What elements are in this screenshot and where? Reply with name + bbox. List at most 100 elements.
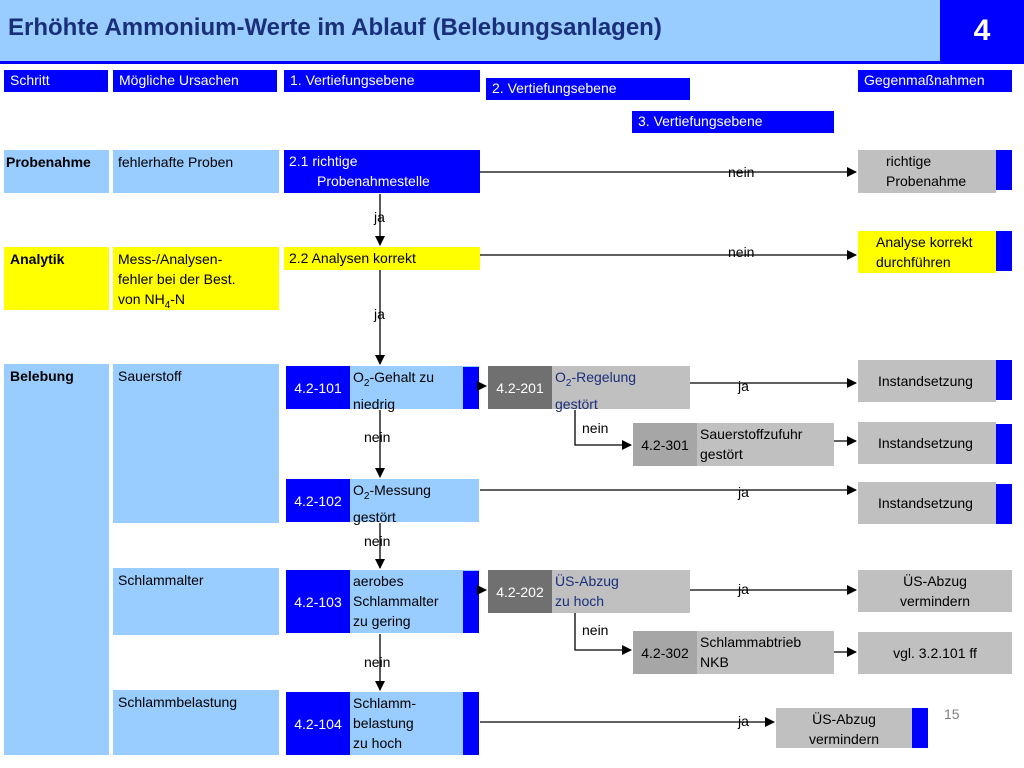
label-nein-4: nein bbox=[582, 420, 609, 436]
cause-messfehler-line3: von NH4-N bbox=[118, 289, 274, 316]
cause-messfehler-line2: fehler bei der Best. bbox=[118, 271, 236, 287]
measure-richtige-probenahme: richtige Probenahme bbox=[858, 150, 996, 193]
cause-messfehler-nh: von NH bbox=[118, 291, 165, 307]
label-nein-3: nein bbox=[364, 429, 391, 445]
code-4-2-201: 4.2-201 bbox=[488, 366, 552, 409]
measure-1-line2: Probenahme bbox=[886, 173, 967, 189]
node-4-2-102-rest: -Messung bbox=[369, 482, 431, 498]
node-4-2-101-marker bbox=[463, 367, 479, 409]
measure-5-label: Instandsetzung bbox=[878, 495, 973, 511]
measure-4-label: Instandsetzung bbox=[878, 435, 973, 451]
node-4-2-201: O2-Regelung gestört bbox=[552, 366, 690, 412]
step-analytik: Analytik bbox=[4, 247, 109, 310]
cause-messfehler-n: -N bbox=[170, 291, 186, 307]
label-ja-1: ja bbox=[374, 209, 385, 225]
label-ja-4: ja bbox=[738, 484, 749, 500]
node-4-2-104-marker bbox=[463, 692, 479, 755]
measure-4-marker bbox=[996, 424, 1012, 464]
label-ja-5: ja bbox=[738, 581, 749, 597]
measure-3-label: Instandsetzung bbox=[878, 373, 973, 389]
cause-fehlerhafte-proben: fehlerhafte Proben bbox=[113, 150, 279, 193]
measure-5-marker bbox=[996, 484, 1012, 524]
cause-schlammbelastung-label: Schlammbelastung bbox=[118, 694, 238, 710]
header-ebene2: 2. Vertiefungsebene bbox=[486, 78, 690, 100]
label-nein-2: nein bbox=[728, 244, 755, 260]
node-4-2-104-line3: zu hoch bbox=[353, 735, 403, 751]
cause-schlammalter: Schlammalter bbox=[113, 568, 279, 635]
cause-messfehler-sub: 4 bbox=[164, 299, 171, 311]
node-4-2-101-line1: O2-Gehalt zu bbox=[353, 367, 476, 394]
step-probenahme-label: Probenahme bbox=[6, 154, 91, 170]
node-4-2-101-rest: -Gehalt zu bbox=[369, 369, 435, 385]
code-4-2-301: 4.2-301 bbox=[633, 423, 697, 466]
node-4-2-103-marker bbox=[463, 571, 479, 633]
cause-schlammalter-label: Schlammalter bbox=[118, 572, 204, 588]
node-4-2-102-sub: 2 bbox=[363, 490, 370, 502]
measure-instandsetzung-2: Instandsetzung bbox=[858, 422, 996, 464]
node-4-2-102-line2: gestört bbox=[353, 508, 396, 525]
header-ebene1: 1. Vertiefungsebene bbox=[284, 70, 480, 92]
code-4-2-103: 4.2-103 bbox=[286, 570, 350, 633]
node-4-2-103-line2: Schlammalter bbox=[353, 593, 439, 609]
cause-sauerstoff-label: Sauerstoff bbox=[118, 368, 182, 384]
measure-8-line1: ÜS-Abzug bbox=[812, 711, 876, 727]
node-4-2-201-sub: 2 bbox=[565, 377, 572, 389]
code-4-2-101: 4.2-101 bbox=[286, 366, 350, 409]
header-gegenmassnahmen: Gegenmaßnahmen bbox=[858, 70, 1012, 92]
cause-messfehler: Mess-/Analysen- fehler bei der Best. von… bbox=[113, 247, 279, 311]
node-4-2-201-line1: O2-Regelung bbox=[555, 367, 687, 394]
node-4-2-104-line1: Schlamm- bbox=[353, 695, 417, 711]
label-nein-1: nein bbox=[728, 164, 755, 180]
page-title: Erhöhte Ammonium-Werte im Ablauf (Belebu… bbox=[8, 14, 662, 41]
slide-number: 15 bbox=[944, 706, 960, 722]
node-2-1-line1: 2.1 richtige bbox=[289, 153, 358, 169]
node-4-2-301: Sauerstoffzufuhr gestört bbox=[697, 423, 834, 466]
label-ja-3: ja bbox=[738, 378, 749, 394]
node-4-2-201-o: O bbox=[555, 369, 566, 385]
node-4-2-102: O2-Messung gestört bbox=[350, 479, 479, 525]
node-2-1-probenahmestelle: 2.1 richtige Probenahmestelle bbox=[284, 150, 480, 193]
arrow-201-nein bbox=[574, 410, 632, 450]
measure-2-line1: Analyse korrekt bbox=[876, 234, 973, 250]
measure-instandsetzung-3: Instandsetzung bbox=[858, 482, 996, 524]
cause-fehlerhafte-proben-label: fehlerhafte Proben bbox=[118, 154, 234, 170]
label-ja-2: ja bbox=[374, 306, 385, 322]
chapter-number: 4 bbox=[940, 0, 1024, 61]
header-ursachen: Mögliche Ursachen bbox=[113, 70, 277, 92]
measure-2-marker bbox=[996, 231, 1012, 271]
node-4-2-104: Schlamm- belastung zu hoch bbox=[350, 692, 479, 755]
title-divider bbox=[0, 61, 1024, 64]
label-ja-6: ja bbox=[738, 713, 749, 729]
step-belebung-label: Belebung bbox=[10, 368, 74, 384]
node-4-2-104-line2: belastung bbox=[353, 715, 414, 731]
node-4-2-101: O2-Gehalt zu niedrig bbox=[350, 366, 479, 412]
measure-8-line2: vermindern bbox=[808, 731, 880, 747]
measure-6-line2: vermindern bbox=[899, 593, 971, 609]
node-4-2-202: ÜS-Abzug zu hoch bbox=[552, 570, 690, 613]
measure-us-abzug-2: ÜS-Abzug vermindern bbox=[776, 708, 912, 748]
measure-8-marker bbox=[912, 708, 928, 748]
node-2-1-line2: Probenahmestelle bbox=[317, 173, 430, 189]
node-4-2-202-line2: zu hoch bbox=[555, 593, 605, 609]
code-4-2-302: 4.2-302 bbox=[633, 631, 697, 674]
measure-7-label: vgl. 3.2.101 ff bbox=[893, 645, 977, 661]
header-schritt: Schritt bbox=[4, 70, 108, 92]
measure-2-line2: durchführen bbox=[876, 254, 951, 270]
step-analytik-label: Analytik bbox=[10, 251, 65, 267]
node-4-2-103-line3: zu gering bbox=[353, 613, 411, 629]
measure-instandsetzung-1: Instandsetzung bbox=[858, 360, 996, 402]
node-4-2-302-line1: Schlammabtrieb bbox=[700, 634, 802, 650]
code-4-2-104: 4.2-104 bbox=[286, 692, 350, 755]
measure-1-marker bbox=[996, 150, 1012, 190]
code-4-2-102: 4.2-102 bbox=[286, 479, 350, 522]
node-2-2-label: 2.2 Analysen korrekt bbox=[289, 250, 416, 266]
node-4-2-101-sub: 2 bbox=[363, 377, 370, 389]
node-4-2-202-line1: ÜS-Abzug bbox=[555, 573, 619, 589]
node-4-2-102-o: O bbox=[353, 482, 364, 498]
measure-analyse-korrekt: Analyse korrekt durchführen bbox=[858, 231, 996, 273]
node-4-2-301-line2: gestört bbox=[700, 446, 743, 462]
step-probenahme: Probenahme bbox=[4, 150, 109, 193]
node-4-2-102-line1: O2-Messung bbox=[353, 480, 476, 507]
label-nein-5: nein bbox=[364, 533, 391, 549]
